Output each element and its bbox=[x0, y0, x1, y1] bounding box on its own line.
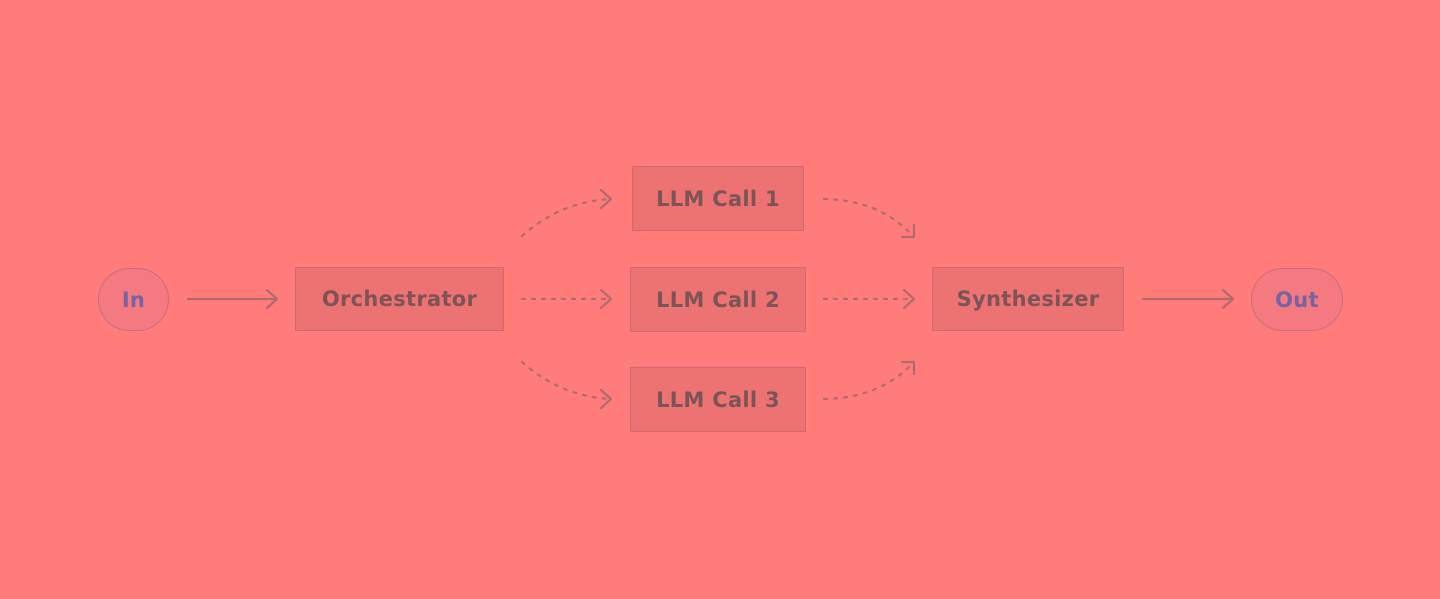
edge-orchestrator-llm-call-2 bbox=[520, 288, 613, 310]
node-out: Out bbox=[1251, 268, 1343, 331]
node-synthesizer-label: Synthesizer bbox=[956, 287, 1100, 311]
node-out-label: Out bbox=[1275, 287, 1319, 312]
node-orchestrator-label: Orchestrator bbox=[321, 287, 478, 311]
node-synthesizer: Synthesizer bbox=[932, 267, 1124, 331]
node-in: In bbox=[98, 268, 169, 331]
node-llm-call-3: LLM Call 3 bbox=[630, 367, 806, 432]
edge-orchestrator-llm-call-3 bbox=[520, 360, 613, 410]
node-llm-call-2-label: LLM Call 2 bbox=[656, 287, 780, 312]
edge-in-orchestrator bbox=[186, 288, 279, 310]
node-llm-call-1-label: LLM Call 1 bbox=[656, 186, 780, 211]
edge-llm-call-1-synthesizer bbox=[822, 197, 916, 239]
node-llm-call-3-label: LLM Call 3 bbox=[656, 387, 780, 412]
edge-synthesizer-out bbox=[1141, 288, 1235, 310]
edge-llm-call-2-synthesizer bbox=[822, 288, 916, 310]
node-llm-call-2: LLM Call 2 bbox=[630, 267, 806, 332]
edge-orchestrator-llm-call-1 bbox=[520, 188, 613, 238]
node-llm-call-1: LLM Call 1 bbox=[632, 166, 804, 231]
node-orchestrator: Orchestrator bbox=[295, 267, 504, 331]
edge-llm-call-3-synthesizer bbox=[822, 360, 916, 401]
node-in-label: In bbox=[121, 287, 146, 312]
